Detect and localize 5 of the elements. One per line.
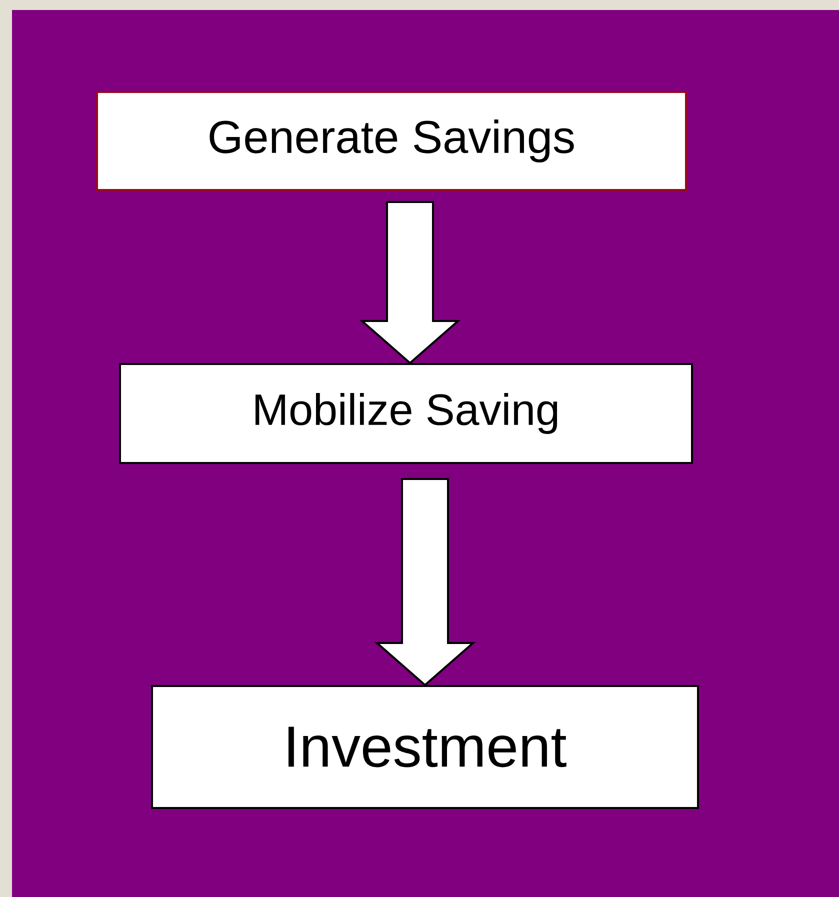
block-arrow xyxy=(374,478,476,686)
block-arrow xyxy=(359,201,461,364)
process-box: Generate Savings xyxy=(96,91,687,191)
process-box: Investment xyxy=(151,685,699,809)
process-box: Mobilize Saving xyxy=(119,363,693,464)
